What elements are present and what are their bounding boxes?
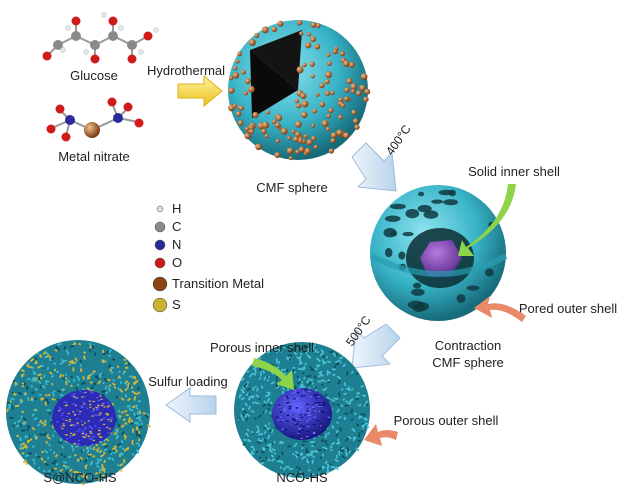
contraction-label-line2: CMF sphere (432, 355, 504, 370)
calcination-500-arrow (351, 323, 401, 369)
hydrothermal-label: Hydrothermal (147, 63, 225, 78)
cmf-sphere-label: CMF sphere (256, 180, 328, 195)
legend-label-transition-metal: Transition Metal (172, 276, 264, 291)
s-nco-hs-sphere (5, 340, 151, 486)
calcination-400-label: 400°C (383, 122, 414, 158)
glucose-molecule (42, 12, 159, 64)
contraction-label-line1: Contraction (435, 338, 501, 353)
pored-outer-shell-label: Pored outer shell (519, 301, 617, 316)
contraction-cmf-sphere (370, 185, 508, 321)
legend-label-o: O (172, 255, 182, 270)
legend-swatch-o (154, 257, 166, 269)
legend-label-n: N (172, 237, 181, 252)
glucose-label: Glucose (70, 68, 118, 83)
sulfur-loading-arrow (165, 387, 217, 423)
legend-swatch-n (154, 239, 166, 251)
solid-inner-shell-arrow (458, 184, 516, 256)
pored-outer-shell-arrow (474, 296, 526, 322)
legend-swatch-s (152, 297, 168, 313)
metal-nitrate-molecule (46, 97, 144, 142)
legend-swatch-transition-metal (152, 276, 168, 292)
metal-nitrate-label: Metal nitrate (58, 149, 130, 164)
legend-label-s: S (172, 297, 181, 312)
porous-inner-shell-arrow (252, 358, 294, 390)
nco-hs-sphere (234, 342, 370, 480)
porous-outer-shell-label: Porous outer shell (394, 413, 499, 428)
calcination-400-arrow (351, 142, 397, 192)
cmf-sphere (228, 20, 371, 161)
porous-outer-shell-arrow (364, 424, 398, 446)
hydrothermal-arrow (177, 74, 223, 108)
legend-label-h: H (172, 201, 181, 216)
s-nco-hs-label: S@NCO-HS (43, 470, 116, 485)
nco-hs-label: NCO-HS (276, 470, 328, 485)
legend-label-c: C (172, 219, 181, 234)
solid-inner-shell-label: Solid inner shell (468, 164, 560, 179)
sulfur-loading-label: Sulfur loading (148, 374, 228, 389)
legend-swatch-h (156, 205, 164, 213)
legend-swatch-c (154, 221, 166, 233)
solid-inner-core (420, 240, 462, 276)
porous-inner-shell-label: Porous inner shell (210, 340, 314, 355)
